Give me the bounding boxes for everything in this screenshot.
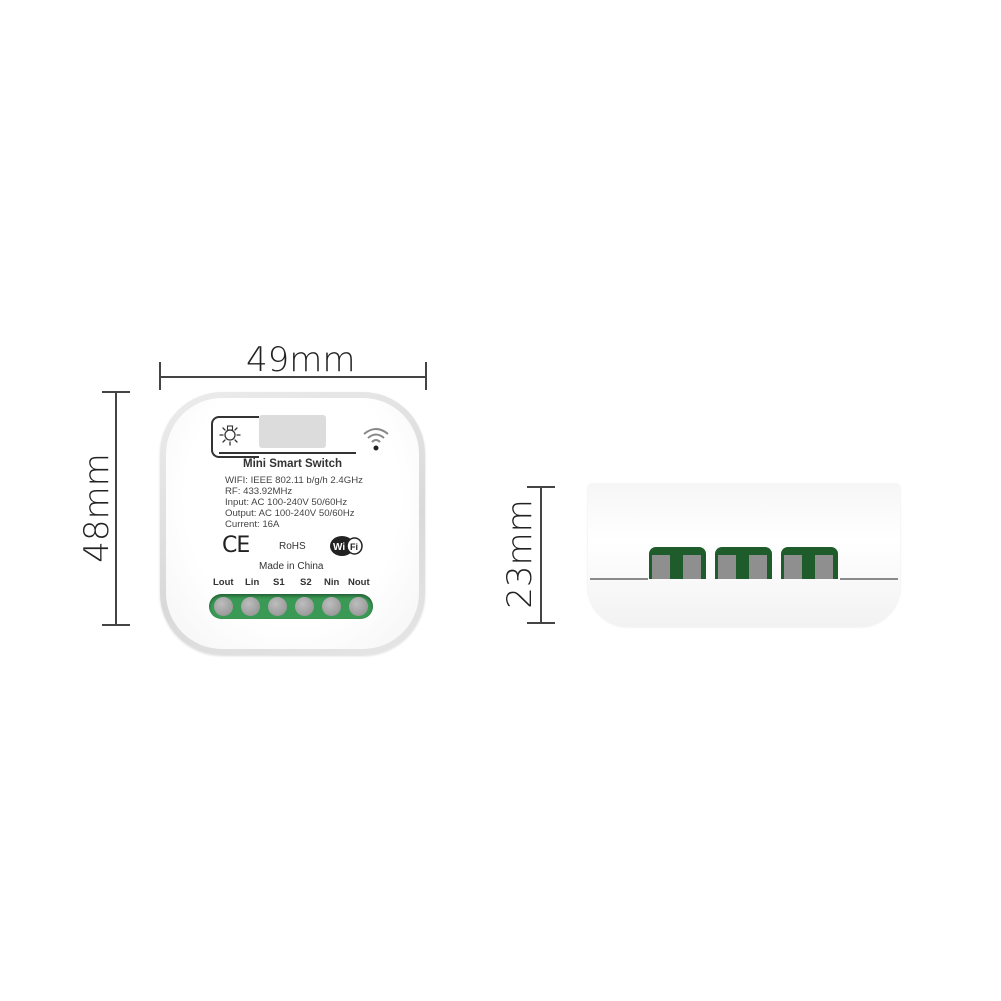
depth-dimension-tick-bottom bbox=[527, 622, 555, 624]
wifi-logo-icon: Wi Fi bbox=[329, 535, 363, 557]
side-port-1 bbox=[649, 547, 706, 579]
terminal-label-nin: Nin bbox=[324, 577, 340, 588]
terminal-label-nout: Nout bbox=[348, 577, 370, 588]
bulb-icon bbox=[219, 425, 241, 446]
width-dimension-tick-left bbox=[159, 362, 161, 390]
height-dimension-label: 48mm bbox=[76, 453, 117, 563]
rohs-mark: RoHS bbox=[279, 541, 306, 552]
terminal-screw-nin bbox=[322, 597, 341, 616]
terminal-label-lin: Lin bbox=[245, 577, 260, 588]
button-frame bbox=[211, 416, 259, 458]
width-dimension-line bbox=[160, 376, 426, 378]
height-dimension-tick-bottom bbox=[102, 624, 130, 626]
button-frame-underline bbox=[219, 452, 356, 454]
spec-input: Input: AC 100-240V 50/60Hz bbox=[225, 497, 348, 508]
spec-current: Current: 16A bbox=[225, 519, 280, 530]
height-dimension-tick-top bbox=[102, 391, 130, 393]
depth-dimension-line bbox=[540, 487, 542, 623]
svg-text:Wi: Wi bbox=[333, 542, 345, 553]
terminal-screw-s2 bbox=[295, 597, 314, 616]
spec-wifi: WIFI: IEEE 802.11 b/g/h 2.4GHz bbox=[225, 475, 363, 486]
spec-rf: RF: 433.92MHz bbox=[225, 486, 293, 497]
depth-dimension-tick-top bbox=[527, 486, 555, 488]
ce-mark: CE bbox=[222, 533, 250, 558]
terminal-screw-lin bbox=[241, 597, 260, 616]
terminal-screw-nout bbox=[349, 597, 368, 616]
side-seam-left bbox=[590, 578, 648, 580]
spec-output: Output: AC 100-240V 50/60Hz bbox=[225, 508, 355, 519]
side-seam-right bbox=[840, 578, 898, 580]
side-port-3 bbox=[781, 547, 838, 579]
terminal-label-lout: Lout bbox=[213, 577, 234, 588]
side-port-2 bbox=[715, 547, 772, 579]
origin-label: Made in China bbox=[259, 561, 324, 572]
width-dimension-tick-right bbox=[425, 362, 427, 390]
wifi-signal-icon bbox=[363, 428, 389, 451]
device-title: Mini Smart Switch bbox=[243, 458, 343, 470]
width-dimension-label: 49mm bbox=[246, 340, 356, 380]
terminal-screw-lout bbox=[214, 597, 233, 616]
terminal-screw-s1 bbox=[268, 597, 287, 616]
height-dimension-line bbox=[115, 392, 117, 625]
depth-dimension-label: 23mm bbox=[499, 499, 540, 609]
indicator-window bbox=[259, 415, 326, 448]
svg-text:Fi: Fi bbox=[350, 542, 358, 552]
terminal-block bbox=[209, 594, 373, 619]
terminal-label-s2: S2 bbox=[300, 577, 312, 588]
terminal-label-s1: S1 bbox=[273, 577, 285, 588]
